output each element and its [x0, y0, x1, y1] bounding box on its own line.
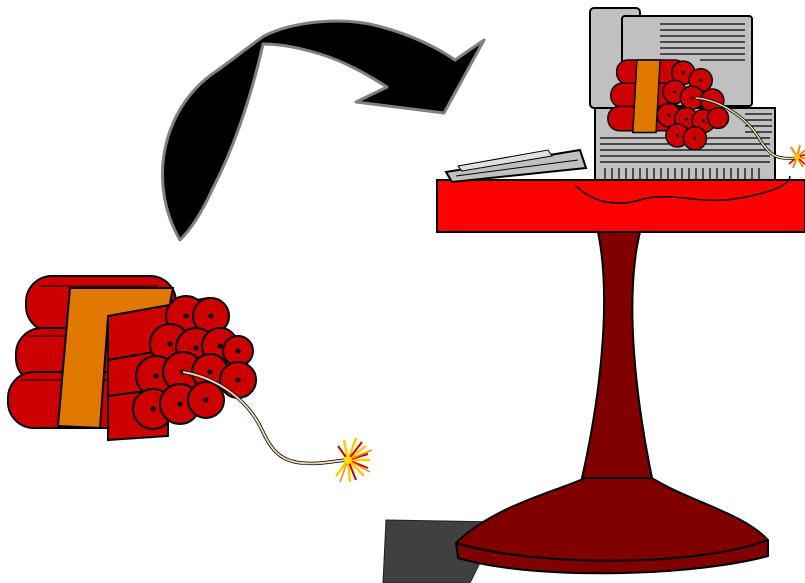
spark-icon — [335, 437, 373, 483]
table-column — [580, 231, 654, 479]
table-base — [454, 469, 769, 575]
curved-arrow-icon — [161, 19, 486, 242]
spark-icon — [788, 144, 805, 169]
dynamite-bundle-large — [7, 275, 257, 442]
case-vents — [604, 168, 760, 180]
dynamite-bundle-small — [607, 59, 730, 151]
table-top — [436, 179, 805, 233]
keyboard-icon — [444, 148, 588, 184]
pedestal-table-icon — [436, 175, 805, 575]
